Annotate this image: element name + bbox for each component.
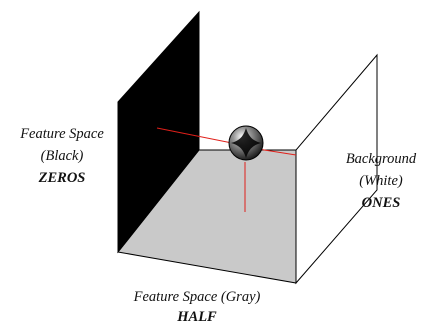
- right-label-line1: Background: [346, 151, 417, 167]
- sphere-icon: [228, 125, 264, 161]
- axis-line-right: [257, 148, 297, 156]
- bottom-label-line1: Feature Space (Gray): [133, 289, 261, 305]
- right-label-bold: ONES: [362, 195, 401, 211]
- left-label-line2: (Black): [41, 148, 84, 164]
- bottom-label-bold: HALF: [176, 309, 217, 325]
- axis-line-left: [156, 127, 233, 144]
- right-label-line2: (White): [359, 173, 403, 189]
- right-wall-face: [295, 53, 378, 285]
- left-label-bold: ZEROS: [38, 170, 86, 186]
- left-label-line1: Feature Space: [19, 126, 104, 142]
